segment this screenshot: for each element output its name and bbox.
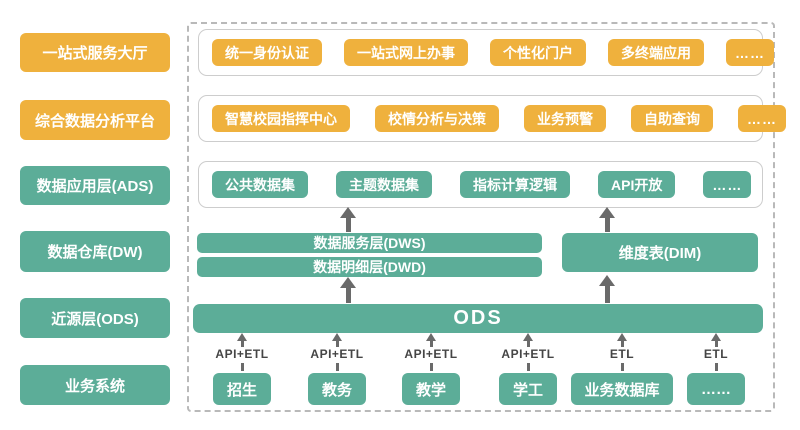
etl-label: ETL: [703, 347, 729, 361]
layer-label-analysis-platform: 综合数据分析平台: [20, 100, 170, 140]
dws-layer-bar: 数据服务层(DWS): [197, 233, 542, 253]
small-up-arrow-icon: [332, 333, 342, 341]
small-up-arrow-icon: [523, 333, 533, 341]
small-up-arrow-icon: [237, 333, 247, 341]
layer-label-ods: 近源层(ODS): [20, 298, 170, 338]
source-block-ellipsis: ……: [687, 373, 745, 405]
source-column-student-work: API+ETL 学工: [468, 333, 588, 405]
source-column-ellipsis: ETL ……: [656, 333, 776, 405]
source-column-teaching: API+ETL 教学: [371, 333, 491, 405]
layer-label-service-hall: 一站式服务大厅: [20, 33, 170, 72]
service-item-online-affairs: 一站式网上办事: [344, 39, 468, 66]
diagram-dashed-frame: [187, 22, 775, 412]
source-block-business-db: 业务数据库: [571, 373, 673, 405]
ads-item-api-open: API开放: [598, 171, 676, 198]
ads-item-public-dataset: 公共数据集: [212, 171, 308, 198]
up-arrow-icon: [340, 207, 356, 232]
source-column-enrollment: API+ETL 招生: [182, 333, 302, 405]
source-column-academic-affairs: API+ETL 教务: [277, 333, 397, 405]
up-arrow-icon: [599, 275, 615, 303]
up-arrow-icon: [340, 277, 356, 303]
small-up-arrow-icon: [617, 333, 627, 341]
dwd-layer-bar: 数据明细层(DWD): [197, 257, 542, 277]
dim-table-block: 维度表(DIM): [562, 233, 758, 272]
ads-item-indicator-logic: 指标计算逻辑: [460, 171, 570, 198]
source-block-academic-affairs: 教务: [308, 373, 366, 405]
ods-layer-bar: ODS: [193, 304, 763, 333]
platform-item-warning: 业务预警: [524, 105, 606, 132]
service-item-multi-terminal: 多终端应用: [608, 39, 704, 66]
etl-label: API+ETL: [501, 347, 555, 361]
analysis-platform-row: 智慧校园指挥中心 校情分析与决策 业务预警 自助查询 ……: [198, 95, 786, 142]
etl-label: API+ETL: [404, 347, 458, 361]
service-item-portal: 个性化门户: [490, 39, 586, 66]
etl-label: API+ETL: [215, 347, 269, 361]
ads-item-subject-dataset: 主题数据集: [336, 171, 432, 198]
platform-item-ellipsis: ……: [738, 105, 786, 132]
service-item-ellipsis: ……: [726, 39, 774, 66]
platform-item-command-center: 智慧校园指挥中心: [212, 105, 350, 132]
etl-label: API+ETL: [310, 347, 364, 361]
source-block-enrollment: 招生: [213, 373, 271, 405]
up-arrow-icon: [599, 207, 615, 232]
layer-label-ads: 数据应用层(ADS): [20, 166, 170, 205]
source-block-teaching: 教学: [402, 373, 460, 405]
layer-label-business-systems: 业务系统: [20, 365, 170, 405]
platform-item-decision: 校情分析与决策: [375, 105, 499, 132]
service-item-identity: 统一身份认证: [212, 39, 322, 66]
ads-layer-row: 公共数据集 主题数据集 指标计算逻辑 API开放 ……: [198, 161, 763, 208]
small-up-arrow-icon: [711, 333, 721, 341]
source-block-student-work: 学工: [499, 373, 557, 405]
small-up-arrow-icon: [426, 333, 436, 341]
ads-item-ellipsis: ……: [703, 171, 752, 198]
etl-label: ETL: [609, 347, 635, 361]
service-hall-row: 统一身份认证 一站式网上办事 个性化门户 多终端应用 ……: [198, 29, 774, 76]
layer-label-dw: 数据仓库(DW): [20, 231, 170, 272]
source-column-business-db: ETL 业务数据库: [562, 333, 682, 405]
platform-item-self-query: 自助查询: [631, 105, 713, 132]
